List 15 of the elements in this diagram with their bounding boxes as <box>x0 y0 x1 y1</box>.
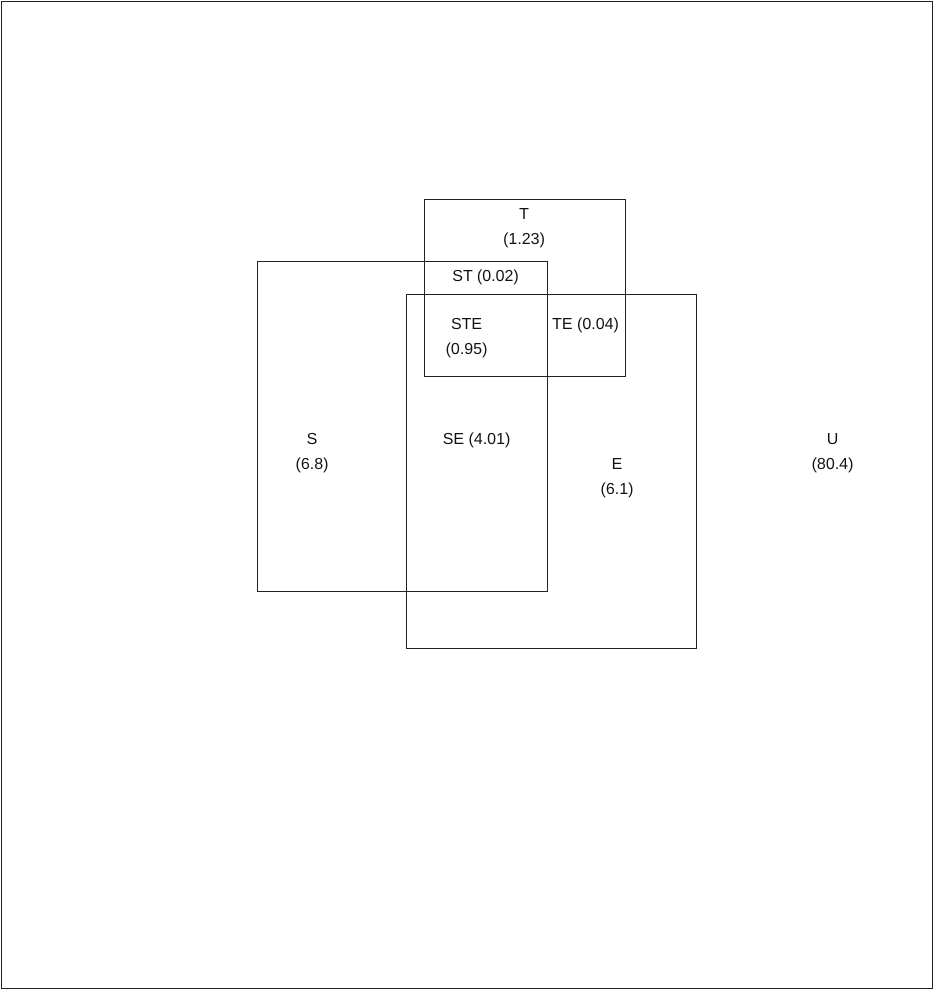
set-name: U <box>826 430 840 450</box>
set-value: (1.23) <box>502 230 546 250</box>
set-value: (6.1) <box>600 480 634 500</box>
set-box <box>424 198 626 376</box>
set-value: (80.4) <box>810 455 854 475</box>
set-name: E <box>610 454 624 474</box>
set-name: T <box>518 204 530 224</box>
set-box <box>256 260 548 592</box>
region-label: STE (0.95) <box>444 315 488 360</box>
set-box <box>406 294 696 648</box>
region-label: SE (4.01) <box>442 430 512 450</box>
set-name: S <box>306 430 318 450</box>
region-label: ST (0.02) <box>451 267 520 287</box>
set-value: (6.8) <box>294 454 330 474</box>
region-label: TE (0.04) <box>551 315 620 335</box>
